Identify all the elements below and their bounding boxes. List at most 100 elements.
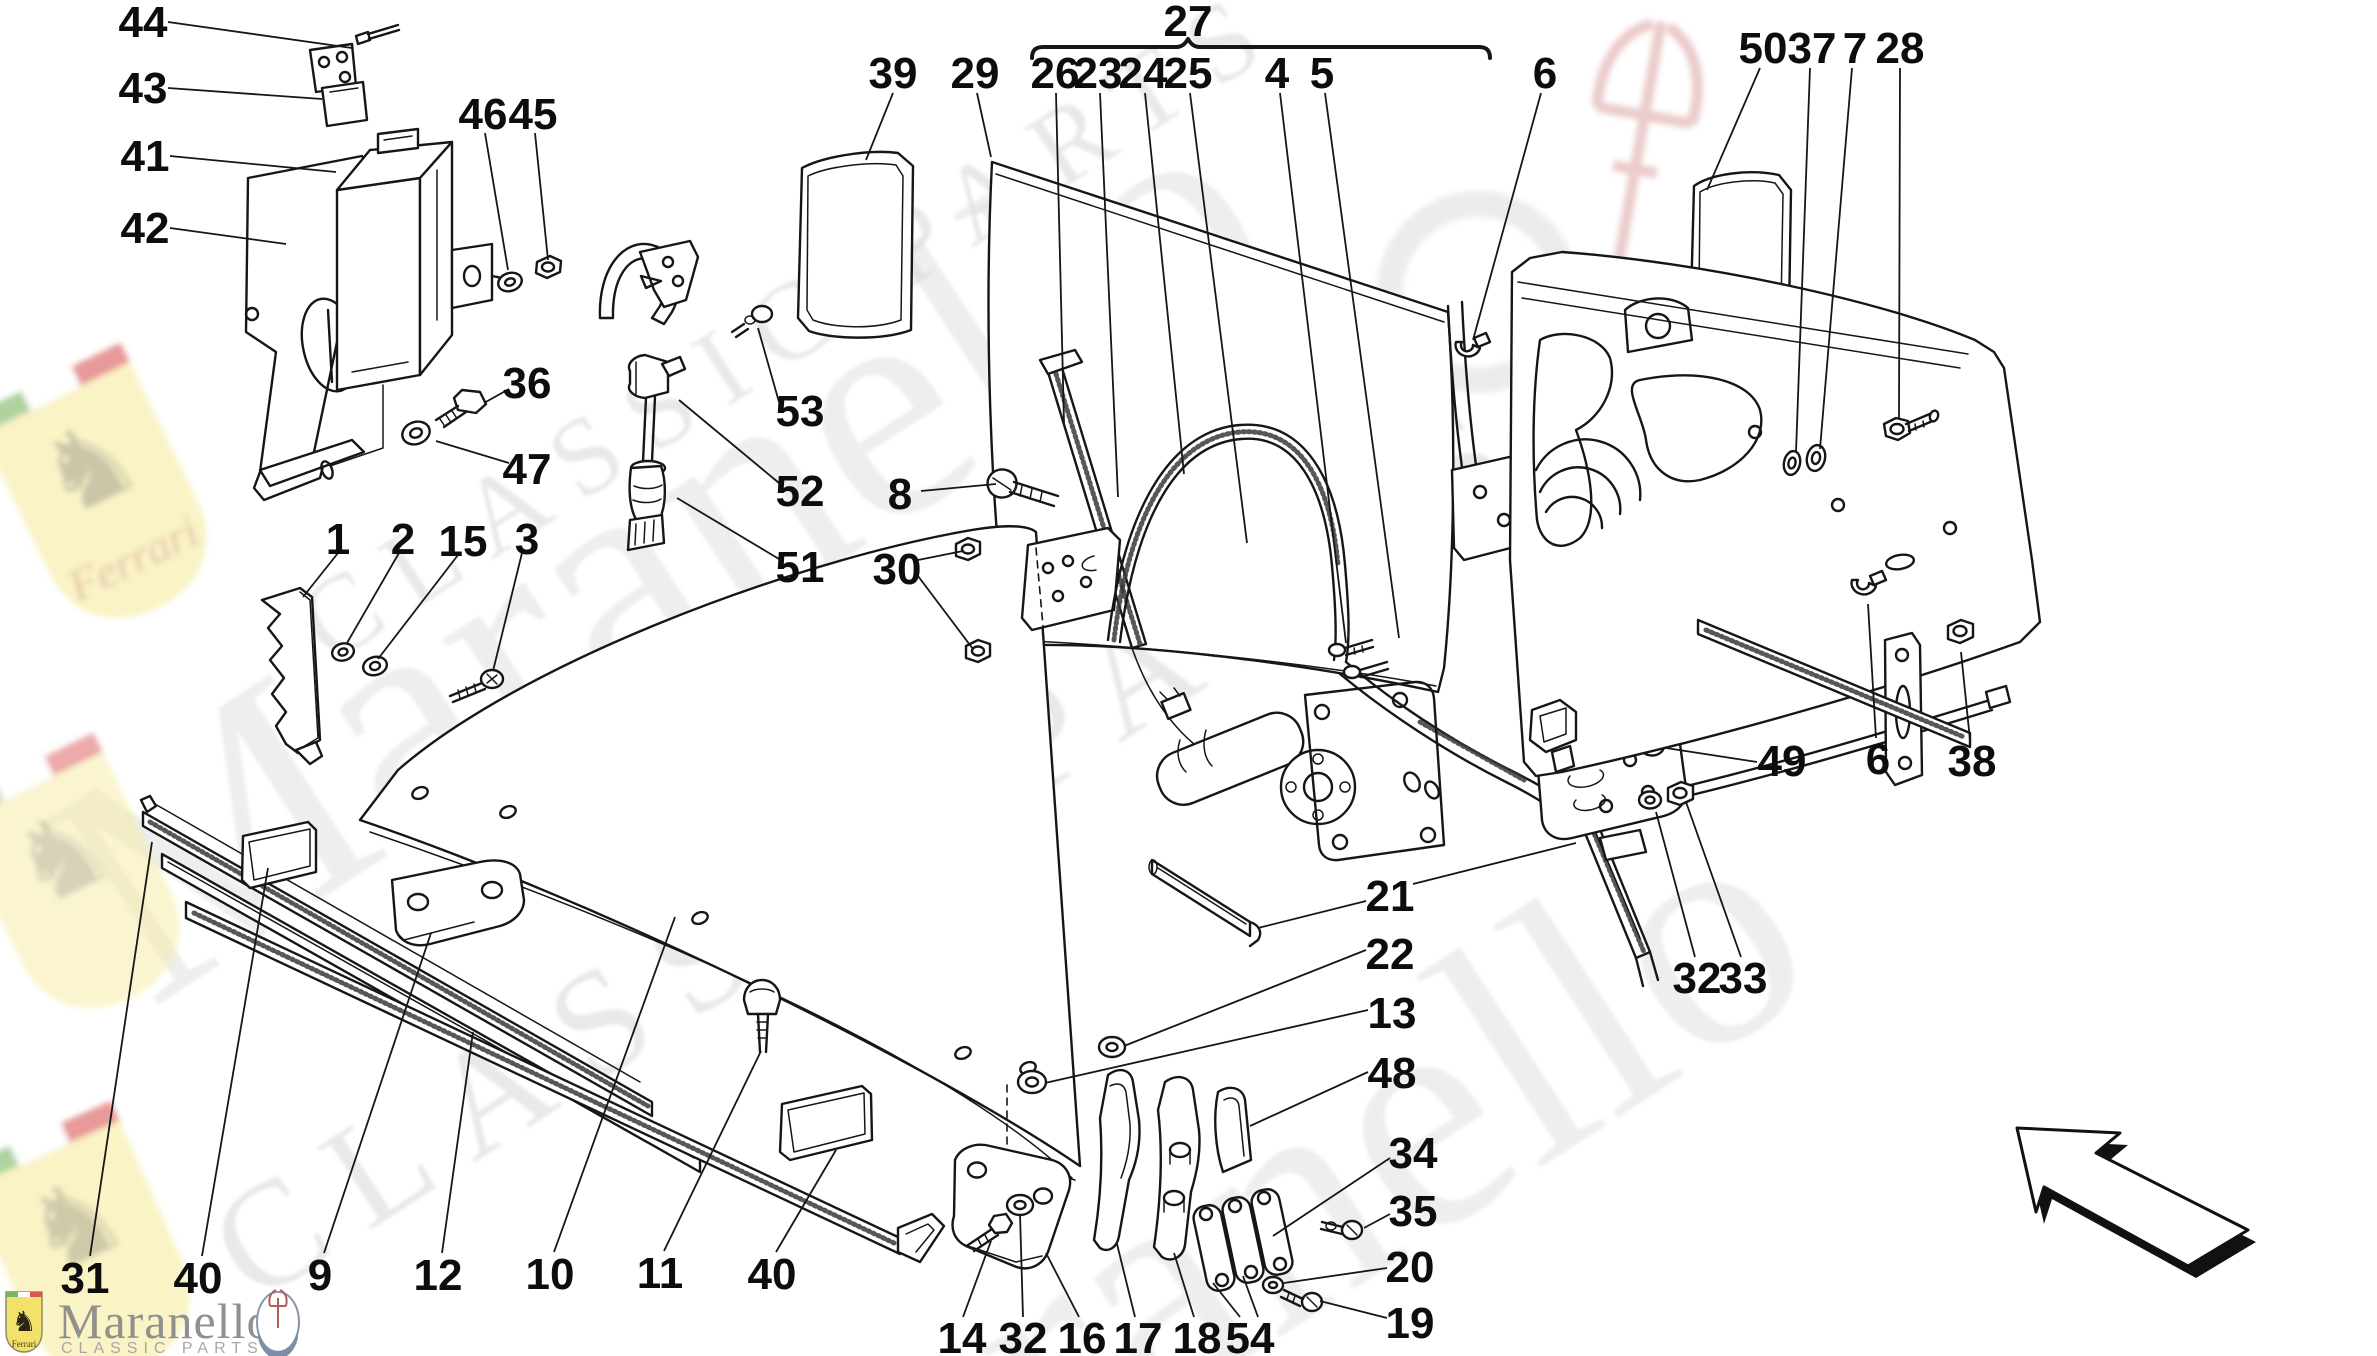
part-label-52: 52 xyxy=(776,467,825,516)
part-label-19: 19 xyxy=(1386,1299,1435,1348)
logo-brand-text: Maranello xyxy=(58,1293,272,1349)
leader-line-52 xyxy=(678,399,780,484)
reference-corner-line xyxy=(329,384,384,467)
part-label-53: 53 xyxy=(776,387,825,436)
maserati-logo-text: MASERATI xyxy=(261,1333,295,1339)
leader-line-54 xyxy=(1212,1282,1241,1318)
screw-19 xyxy=(1279,1288,1324,1313)
part-label-20: 20 xyxy=(1386,1243,1435,1292)
bolt-28 xyxy=(1882,409,1940,442)
part-label-37: 37 xyxy=(1788,24,1837,73)
part-label-10: 10 xyxy=(526,1250,575,1299)
part-label-9: 9 xyxy=(308,1251,332,1300)
leader-line-32 xyxy=(1019,1213,1024,1318)
leader-line-11 xyxy=(663,1050,762,1252)
washer-22 xyxy=(1097,1035,1127,1059)
part-label-51: 51 xyxy=(776,543,825,592)
part-label-8: 8 xyxy=(888,470,912,519)
part-label-3: 3 xyxy=(515,515,539,564)
part-label-23: 23 xyxy=(1074,49,1123,98)
leader-line-8 xyxy=(920,483,997,492)
leader-line-6 xyxy=(1472,92,1542,341)
nut-33 xyxy=(1666,780,1695,807)
motor-25 xyxy=(1155,680,1446,862)
part-label-31: 31 xyxy=(61,1254,110,1303)
bolt-8 xyxy=(986,468,1060,508)
lock-mechanism xyxy=(1528,698,1578,774)
straps-54 xyxy=(1192,1196,1265,1292)
leader-line-2 xyxy=(346,552,400,644)
guide-18 xyxy=(1152,1075,1201,1261)
leader-line-10 xyxy=(553,916,676,1253)
leader-line-12 xyxy=(441,1031,474,1254)
leader-line-18 xyxy=(1173,1252,1195,1318)
leader-line-46 xyxy=(484,132,509,271)
cable-stop-51-52-53 xyxy=(598,239,774,552)
leader-line-14 xyxy=(962,1240,992,1318)
part-label-26: 26 xyxy=(1031,49,1080,98)
part-label-45: 45 xyxy=(509,90,558,139)
leader-line-19 xyxy=(1319,1300,1388,1319)
leader-line-31 xyxy=(89,841,153,1257)
part-label-25: 25 xyxy=(1164,49,1213,98)
washer-46 xyxy=(497,271,523,293)
leader-line-9 xyxy=(323,932,432,1254)
part-label-22: 22 xyxy=(1366,930,1415,979)
part-label-32: 32 xyxy=(1673,954,1722,1003)
leader-line-5 xyxy=(1324,92,1400,639)
grommet-13 xyxy=(1016,1069,1048,1095)
part-label-28: 28 xyxy=(1876,24,1925,73)
part-label-36: 36 xyxy=(503,359,552,408)
pad-40-left xyxy=(240,820,318,890)
part-label-14: 14 xyxy=(938,1314,987,1356)
part-label-32: 32 xyxy=(999,1314,1048,1356)
cable-ferrule xyxy=(1403,771,1440,800)
leader-line-48 xyxy=(1249,1071,1369,1127)
leader-line-51 xyxy=(676,497,780,560)
leader-line-15 xyxy=(377,554,459,660)
leader-line-30 xyxy=(917,550,964,561)
bracket-9 xyxy=(390,859,526,947)
nut-45 xyxy=(534,254,563,280)
part-label-30: 30 xyxy=(873,545,922,594)
leader-line-41 xyxy=(169,155,337,173)
part-label-2: 2 xyxy=(391,515,415,564)
control-unit-41 xyxy=(335,127,504,392)
leader-line-34 xyxy=(1272,1157,1391,1237)
leader-line-21 xyxy=(1412,842,1577,885)
leader-line-1 xyxy=(302,552,339,598)
part-label-6: 6 xyxy=(1533,49,1557,98)
part-label-44: 44 xyxy=(119,0,168,47)
leader-line-33 xyxy=(1685,801,1742,958)
screw-35 xyxy=(1319,1219,1364,1241)
leader-line-42 xyxy=(169,227,287,245)
leader-line-44 xyxy=(167,21,353,49)
clip-6-right xyxy=(1850,569,1888,596)
leader-line-25 xyxy=(1189,92,1248,544)
artwork-layer xyxy=(139,23,2042,1313)
part-label-7: 7 xyxy=(1843,24,1867,73)
part-label-46: 46 xyxy=(459,90,508,139)
washer-20 xyxy=(1261,1275,1285,1295)
screw-11 xyxy=(742,978,782,1054)
leader-line-28 xyxy=(1898,67,1901,419)
part-label-27: 27 xyxy=(1164,0,1213,46)
pad-39 xyxy=(796,150,915,339)
leader-line-35 xyxy=(1363,1213,1391,1229)
part-label-1: 1 xyxy=(326,515,350,564)
part-label-54: 54 xyxy=(1226,1314,1275,1356)
strap-34 xyxy=(1250,1188,1294,1276)
leader-line-22 xyxy=(1123,949,1367,1047)
retainer-1 xyxy=(260,586,324,766)
sensor-bracket-43-44 xyxy=(308,23,401,128)
screw-3 xyxy=(448,668,505,704)
watermark-ferrari-shield-2: ♞ xyxy=(0,732,180,1009)
part-label-11: 11 xyxy=(637,1249,684,1298)
leader-line-17 xyxy=(1116,1243,1136,1318)
leader-line-39 xyxy=(865,92,894,161)
svg-text:♞: ♞ xyxy=(11,1305,36,1338)
part-label-40: 40 xyxy=(748,1250,797,1299)
leader-line-45 xyxy=(534,132,549,261)
part-label-5: 5 xyxy=(1310,49,1334,98)
